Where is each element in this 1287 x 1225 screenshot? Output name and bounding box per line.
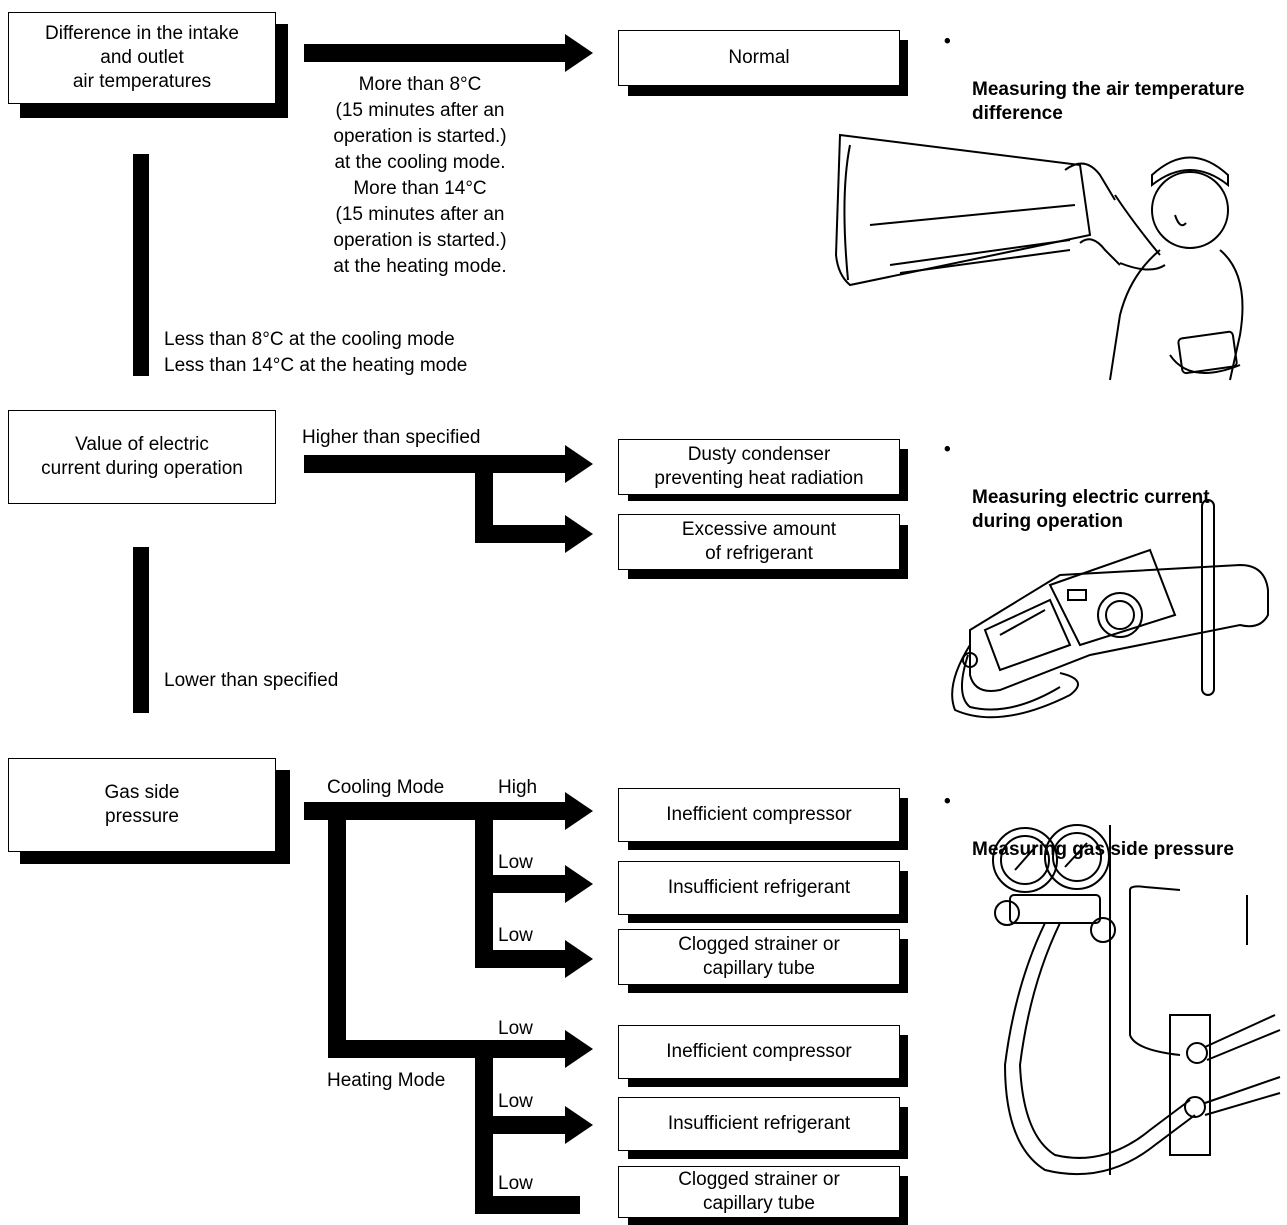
heating-mode-label: Heating Mode	[327, 1070, 446, 1091]
arrow-higher	[304, 455, 568, 473]
check-box-air-temperature: Difference in the intake and outlet air …	[8, 12, 276, 104]
result-box-inefficient-compressor: Inefficient compressor	[618, 1025, 900, 1079]
branch-label-low: Low	[498, 852, 533, 873]
arrow-excessive	[475, 525, 568, 543]
note-text: Measuring electric current during operat…	[972, 487, 1210, 532]
check-box-electric-current: Value of electric current during operati…	[8, 410, 276, 504]
pass-condition-label: More than 8°C (15 minutes after an opera…	[333, 74, 507, 277]
air-conditioner-technician-illustration	[834, 133, 1244, 381]
note-text: Measuring the air temperature difference	[972, 79, 1245, 124]
branch-label-low: Low	[498, 1091, 533, 1112]
clamp-meter-illustration	[951, 499, 1269, 719]
branch-label-low: Low	[498, 1018, 533, 1039]
result-box-clogged-strainer: Clogged strainer or capillary tube	[618, 929, 900, 985]
result-box-normal: Normal	[618, 30, 900, 86]
check-box-gas-pressure: Gas side pressure	[8, 758, 276, 852]
result-box-clogged-strainer: Clogged strainer or capillary tube	[618, 1166, 900, 1218]
branch-label-low: Low	[498, 925, 533, 946]
branch-label-low: Low	[498, 1173, 533, 1194]
branch-label-high: High	[498, 777, 538, 798]
gauge-manifold-illustration	[992, 824, 1281, 1176]
bullet-icon: •	[944, 31, 951, 52]
fail-condition-label: Less than 8°C at the cooling mode Less t…	[164, 329, 468, 376]
note-air-temperature: • Measuring the air temperature differen…	[944, 30, 1287, 126]
bullet-icon: •	[944, 439, 951, 460]
higher-than-specified-label: Higher than specified	[302, 427, 481, 448]
result-box-dusty-condenser: Dusty condenser preventing heat radiatio…	[618, 439, 900, 495]
vertical-link-1	[133, 154, 149, 376]
note-electric-current: • Measuring electric current during oper…	[944, 438, 1272, 534]
vertical-link-2	[133, 547, 149, 713]
result-box-inefficient-compressor: Inefficient compressor	[618, 788, 900, 842]
lower-than-specified-label: Lower than specified	[164, 670, 339, 691]
arrow-to-normal	[304, 44, 568, 62]
result-box-insufficient-refrigerant: Insufficient refrigerant	[618, 861, 900, 915]
result-box-insufficient-refrigerant: Insufficient refrigerant	[618, 1097, 900, 1151]
bullet-icon: •	[944, 791, 951, 812]
cooling-mode-label: Cooling Mode	[327, 777, 445, 798]
result-box-excessive-refrigerant: Excessive amount of refrigerant	[618, 514, 900, 570]
